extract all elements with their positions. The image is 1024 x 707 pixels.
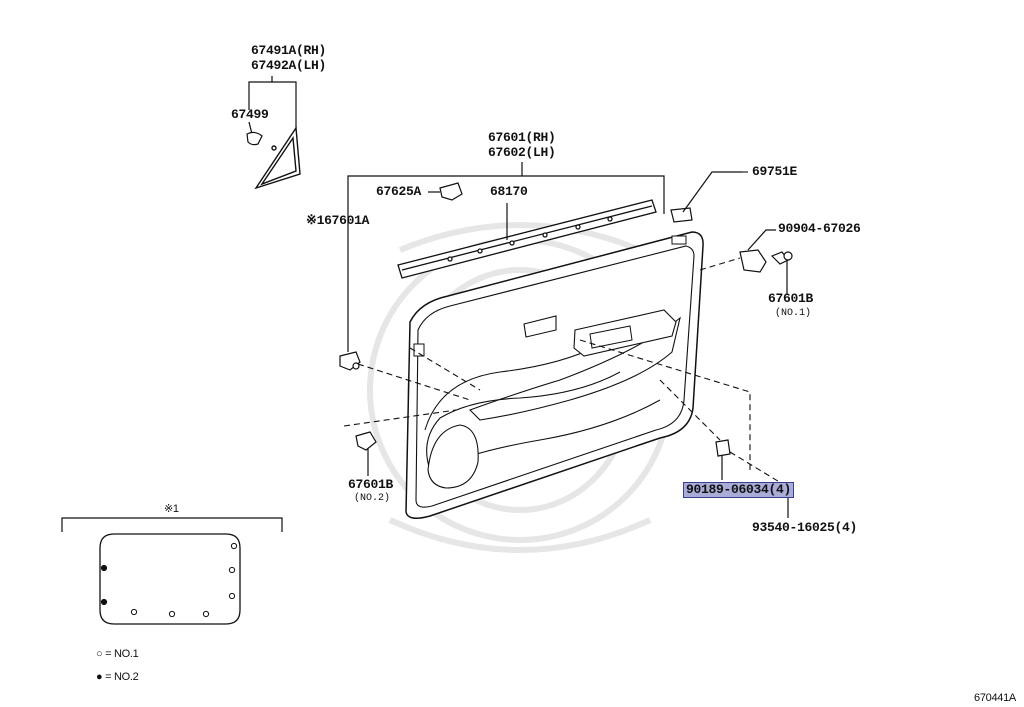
clip-67601a-left [340, 352, 360, 370]
label-67499[interactable]: 67499 [231, 107, 269, 122]
inset-marker-label: ※1 [164, 503, 179, 515]
label-68170[interactable]: 68170 [490, 184, 528, 199]
label-67602-lh[interactable]: 67602(LH) [488, 145, 556, 160]
label-67601a[interactable]: ※167601A [306, 213, 370, 228]
label-90189-06034-highlighted[interactable]: 90189-06034(4) [682, 482, 795, 498]
clip-69751e [671, 172, 742, 222]
label-69751e[interactable]: 69751E [752, 164, 798, 179]
leader-67601 [348, 176, 664, 352]
door-trim-panel [406, 232, 703, 518]
clip-67625a [428, 183, 462, 200]
belt-moulding [398, 200, 656, 278]
inset-panel [62, 518, 282, 624]
label-67601b-no1-sub: (NO.1) [775, 308, 812, 319]
label-67625a[interactable]: 67625A [376, 184, 422, 199]
label-67601b-no2-sub: (NO.2) [354, 493, 391, 504]
clip-90189 [716, 440, 730, 480]
label-90904-67026[interactable]: 90904-67026 [778, 221, 861, 236]
label-93540-16025[interactable]: 93540-16025(4) [752, 520, 858, 535]
clip-67601b-left [356, 432, 376, 476]
label-67491a[interactable]: 67491A(RH) [251, 43, 327, 58]
label-67601b-no1[interactable]: 67601B [768, 291, 814, 306]
label-67492a[interactable]: 67492A(LH) [251, 58, 327, 73]
legend-no1: ○ = NO.1 [96, 648, 139, 660]
bracket-90904 [740, 230, 792, 294]
corner-trim [256, 128, 300, 188]
label-67601b-no2[interactable]: 67601B [348, 477, 394, 492]
legend-no2: ● = NO.2 [96, 671, 139, 683]
clip-67499 [247, 122, 262, 145]
diagram-id: 670441A [974, 692, 1016, 704]
label-67601-rh[interactable]: 67601(RH) [488, 130, 556, 145]
